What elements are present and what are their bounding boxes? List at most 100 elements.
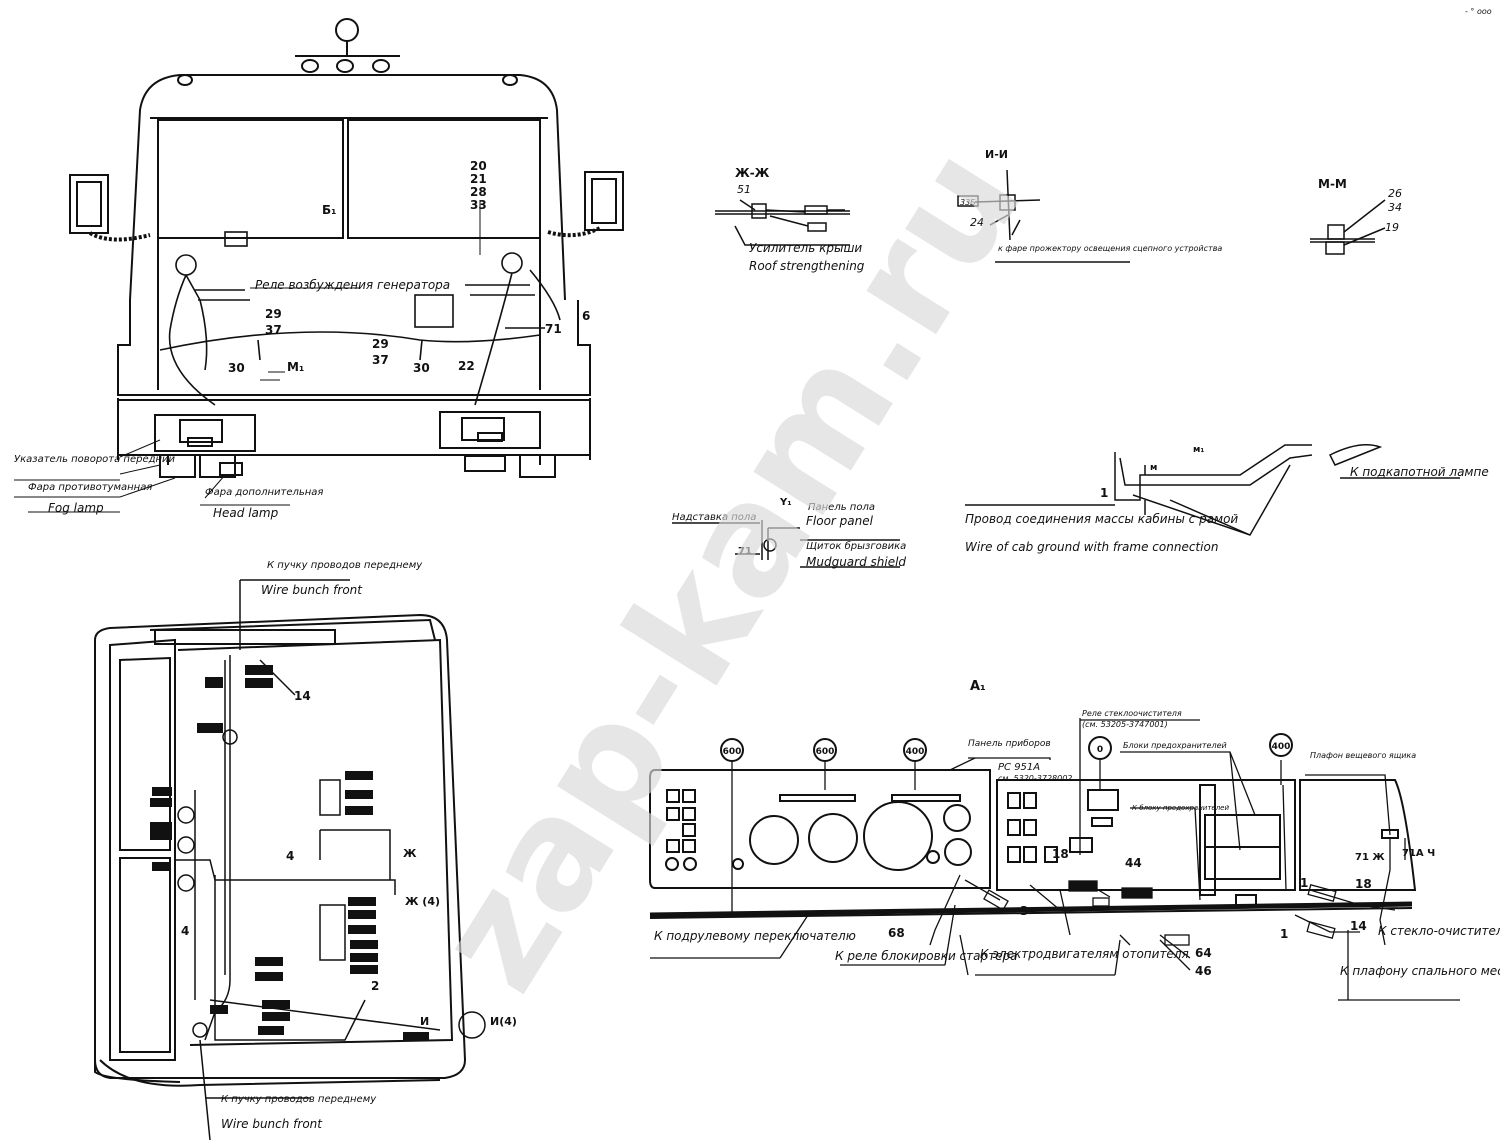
top-num-2: 2 [371, 979, 379, 993]
panel-num-64: 64 [1195, 946, 1212, 960]
to-fuse-block-label: К блоку предохранителей [1132, 804, 1229, 812]
gauge-400-a: 400 [906, 747, 925, 757]
section-m-26: 26 [1388, 187, 1402, 200]
panel-num-3: 3 [1020, 904, 1028, 918]
wiper-relay-label: Реле стеклоочистителя [1082, 709, 1182, 718]
top-marker-zh4: Ж (4) [405, 895, 440, 908]
callout-20: 20 [470, 159, 487, 173]
callout-37-left: 37 [265, 323, 282, 337]
top-num-4b: 4 [181, 924, 189, 938]
callout-30-left: 30 [228, 361, 245, 375]
mudguard-label-ru: Щиток брызговика [806, 540, 906, 552]
top-num-4a: 4 [286, 849, 294, 863]
instrument-panel-label: Панель приборов [968, 739, 1051, 749]
cab-ground-marker-n: м₁ [1193, 445, 1204, 455]
marker-m1: М₁ [287, 360, 304, 374]
callout-33: 33 [470, 198, 487, 212]
section-m-34: 34 [1388, 201, 1402, 214]
roof-reinforcement-detail [715, 199, 850, 246]
section-m-19: 19 [1385, 221, 1399, 234]
callout-22: 22 [458, 359, 475, 373]
panel-title: А₁ [970, 679, 986, 694]
panel-gauges [720, 733, 1293, 762]
marker-b1: Б₁ [322, 203, 336, 217]
panel-num-44: 44 [1125, 856, 1142, 870]
gauge-400-b: 400 [1272, 742, 1291, 752]
top-front-bunch-en: Wire bunch front [261, 583, 363, 597]
top-wiring [175, 579, 486, 1141]
section-zh-num: 51 [737, 183, 751, 196]
roof-strengthening-ru: Усилитель крыши [749, 241, 862, 255]
panel-a1: А₁ Панель приборов Реле стеклоочистителя… [649, 679, 1500, 1001]
section-i-num1: 33Б [960, 198, 976, 207]
floor-detail: Y₁ 71 Надставка пола Панель пола Floor p… [672, 497, 906, 569]
panel-num-18a: 18 [1052, 847, 1069, 861]
fuse-blocks-label: Блоки предохранителей [1123, 741, 1227, 750]
top-back-bunch-ru: К пучку проводов переднему [221, 1094, 377, 1105]
section-i-note: к фаре прожектору освещения сцепного уст… [998, 244, 1222, 253]
panel-leaders [650, 718, 1460, 1001]
top-front-bunch-ru: К пучку проводов переднему [267, 560, 423, 571]
front-lamps [154, 411, 556, 478]
left-mirror [69, 174, 151, 242]
cabinet-lamp-label: Плафон вещевого ящика [1310, 751, 1416, 760]
relay-label: Реле возбуждения генератора [255, 278, 450, 292]
panel-num-14: 14 [1350, 919, 1367, 933]
front-wiring [159, 231, 561, 406]
to-starter-relay-label: К реле блокировки стартера [835, 949, 1017, 963]
top-back-bunch-en: Wire bunch front [221, 1117, 323, 1131]
front-view: Реле возбуждения генератора Б₁ М₁ 20 21 … [14, 18, 624, 520]
cab-ground-label-en: Wire of cab ground with frame connection [965, 540, 1218, 554]
callout-21: 21 [470, 172, 487, 186]
to-sleeper-lamp-label: К плафону спального места [1340, 964, 1500, 978]
roof-strengthening-en: Roof strengthening [749, 259, 865, 273]
callout-37-right: 37 [372, 353, 389, 367]
gauge-0: 0 [1097, 745, 1103, 755]
top-marker-i: И [420, 1015, 429, 1028]
cab-ground-num: 1 [1100, 486, 1108, 500]
turn-signal-label: Указатель поворота передний [14, 454, 176, 465]
tag-71ach: 71А Ч [1402, 848, 1435, 859]
section-zh-zh: Ж-Ж 51 Усилитель крыши Roof strengthenin… [715, 166, 865, 273]
callout-30-right: 30 [413, 361, 430, 375]
top-marker-zh: Ж [403, 847, 417, 860]
panel-num-46: 46 [1195, 964, 1212, 978]
watermark-text: zap-kam.ru [403, 119, 1056, 1020]
callout-29-left: 29 [265, 307, 282, 321]
panel-harness [649, 901, 1413, 919]
roof-beacon [177, 18, 518, 86]
cab-outline [117, 74, 591, 465]
head-lamp-label-en: Head lamp [213, 506, 279, 520]
head-lamp-label-ru: Фара дополнительная [205, 487, 323, 498]
rs951a-label: РС 951А [998, 762, 1040, 773]
panel-num-1b: 1 [1280, 927, 1288, 941]
section-m-m: М-М 26 34 19 [1310, 177, 1402, 255]
section-i-num2: 24 [970, 216, 984, 229]
corner-mark: - ° ooo [1465, 7, 1492, 16]
cab-ground-wiring [965, 444, 1460, 536]
callout-28: 28 [470, 185, 487, 199]
section-zh-title: Ж-Ж [735, 166, 770, 180]
to-wiper-label: К стекло-очистителю [1378, 924, 1500, 938]
instrument-panel-outline [649, 769, 1417, 906]
cab-ground-label-ru: Провод соединения массы кабины с рамой [965, 512, 1238, 526]
panel-num-18b: 18 [1355, 877, 1372, 891]
i-i-detail [957, 169, 1130, 263]
callout-29-right: 29 [372, 337, 389, 351]
top-cab-outline [94, 613, 467, 1087]
top-connectors [150, 665, 429, 1041]
rs951a-ref: см. 5320-3728002 [998, 774, 1072, 783]
floor-extension-label: Надставка пола [672, 512, 756, 523]
front-leader-lines [14, 200, 481, 513]
callout-71: 71 [545, 322, 562, 336]
top-num-14: 14 [294, 689, 311, 703]
mudguard-label-en: Mudguard shield [806, 555, 906, 569]
gauge-600-a: 600 [723, 747, 742, 757]
gauge-600-b: 600 [816, 747, 835, 757]
cab-ground-detail: м м₁ 1 Провод соединения массы кабины с … [965, 444, 1489, 554]
to-steering-switch-label: К подрулевому переключателю [654, 929, 856, 943]
panel-num-68: 68 [888, 926, 905, 940]
to-steering-switch-text: К подрулевому переключателю [654, 929, 856, 943]
